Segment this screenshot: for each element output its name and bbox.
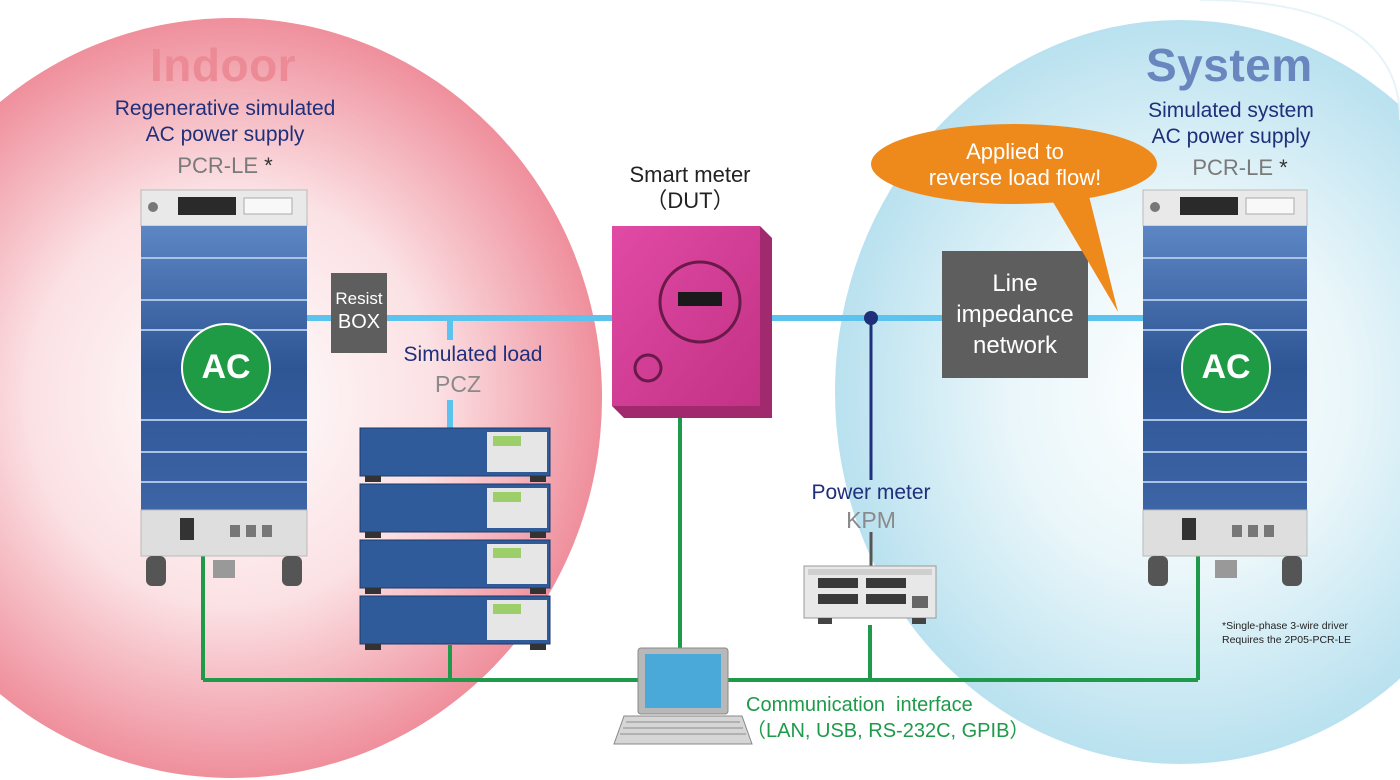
resist-box bbox=[331, 273, 387, 353]
footnote-line2: Requires the 2P05-PCR-LE bbox=[1222, 634, 1351, 646]
power-meter-label: Power meter bbox=[811, 481, 931, 504]
communication-line2: （LAN, USB, RS-232C, GPIB） bbox=[746, 720, 1030, 742]
system-subtitle: Simulated system AC power supply bbox=[1106, 98, 1356, 150]
callout-text: Applied to reverse load flow! bbox=[880, 139, 1150, 191]
indoor-ac-badge bbox=[181, 323, 271, 413]
communication-label: Communication interface （LAN, USB, RS-23… bbox=[746, 692, 1086, 744]
callout-line2: reverse load flow! bbox=[928, 165, 1102, 190]
measurement-line bbox=[864, 311, 878, 568]
indoor-model-mark: * bbox=[264, 153, 273, 178]
power-meter-model: KPM bbox=[846, 507, 896, 533]
system-model-mark: * bbox=[1279, 155, 1288, 180]
decorative-arc bbox=[1199, 0, 1400, 121]
system-model: PCR-LE * bbox=[1160, 155, 1320, 181]
indoor-ac-label: AC bbox=[201, 348, 251, 386]
kpm-power-meter-device bbox=[803, 565, 937, 624]
line-impedance-line3: network bbox=[972, 332, 1058, 359]
laptop-pc bbox=[613, 647, 753, 745]
line-impedance-line1: Line bbox=[992, 270, 1038, 297]
system-title: System bbox=[1146, 39, 1313, 91]
system-subtitle-line2: AC power supply bbox=[1151, 125, 1311, 148]
simulated-load-model: PCZ bbox=[435, 371, 481, 397]
resist-box-line1: Resist bbox=[335, 289, 383, 308]
resist-box-label: Resist BOX bbox=[331, 288, 387, 334]
line-impedance-box bbox=[942, 251, 1088, 378]
smart-meter-label: Smart meter bbox=[629, 162, 751, 187]
simulated-load-label: Simulated load bbox=[403, 343, 543, 366]
communication-line1: Communication interface bbox=[746, 694, 973, 716]
system-model-name: PCR-LE bbox=[1192, 155, 1273, 180]
pcz-load-stack bbox=[359, 427, 551, 650]
system-subtitle-line1: Simulated system bbox=[1148, 99, 1314, 122]
indoor-pcr-le-unit bbox=[140, 189, 308, 586]
line-impedance-line2: impedance bbox=[956, 301, 1074, 328]
footnote-line1: *Single-phase 3-wire driver bbox=[1222, 620, 1349, 632]
indoor-title: Indoor bbox=[150, 39, 297, 91]
footnote: *Single-phase 3-wire driver Requires the… bbox=[1222, 619, 1392, 647]
smart-meter-sub: （DUT） bbox=[645, 188, 735, 213]
indoor-subtitle-line2: AC power supply bbox=[145, 123, 305, 146]
callout-line1: Applied to bbox=[966, 139, 1064, 164]
line-impedance-label: Line impedance network bbox=[942, 268, 1088, 361]
indoor-model-name: PCR-LE bbox=[177, 153, 258, 178]
indoor-model: PCR-LE * bbox=[140, 153, 310, 179]
system-ac-label: AC bbox=[1201, 348, 1251, 386]
smart-meter-device bbox=[612, 226, 772, 418]
indoor-subtitle: Regenerative simulated AC power supply bbox=[100, 96, 350, 148]
reverse-flow-callout bbox=[871, 124, 1157, 312]
resist-box-line2: BOX bbox=[337, 311, 381, 333]
indoor-subtitle-line1: Regenerative simulated bbox=[114, 97, 336, 120]
system-ac-badge bbox=[1181, 323, 1271, 413]
